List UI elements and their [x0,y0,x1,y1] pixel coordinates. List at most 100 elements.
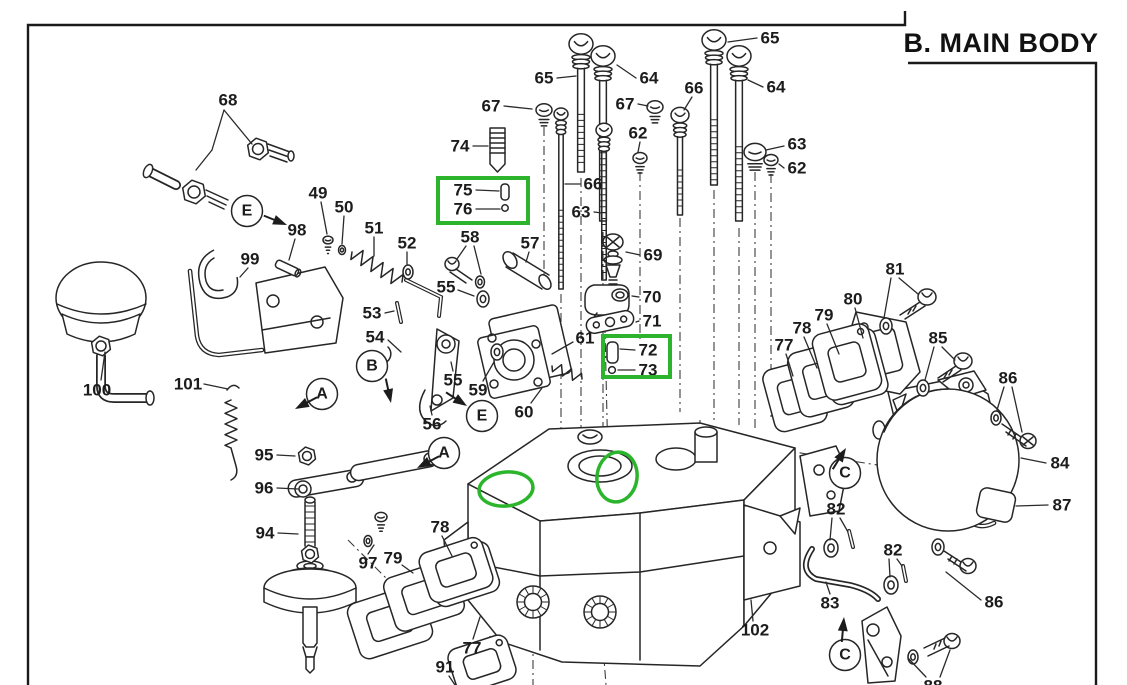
part-label-52: 52 [398,234,417,265]
washer [883,575,899,595]
part-label-96: 96 [255,479,299,498]
view-callout-C: C [828,448,862,490]
hex-nut [181,179,207,205]
part-label-60: 60 [515,387,543,422]
washer [337,244,347,256]
svg-text:A: A [316,386,328,403]
svg-text:65: 65 [535,69,554,88]
svg-text:66: 66 [584,175,603,194]
svg-text:53: 53 [363,304,382,323]
part-label-82: 82 [827,500,849,541]
svg-text:86: 86 [999,369,1018,388]
svg-text:80: 80 [844,290,863,309]
hex-nut [297,446,317,466]
hex-nut [300,544,320,564]
svg-text:100: 100 [83,381,111,400]
part-label-63: 63 [572,203,603,222]
svg-text:58: 58 [461,228,480,247]
coil-spring [224,399,238,449]
part-label-65: 65 [535,69,577,88]
diaphragm-cover-group [845,311,1020,532]
part-label-98: 98 [288,221,306,261]
needle-valve-group [584,233,635,375]
part-label-85: 85 [924,329,956,381]
part-label-81: 81 [883,260,919,319]
linkage-rod-group [803,529,908,684]
svg-text:70: 70 [643,288,662,307]
part-label-77: 77 [463,616,482,658]
svg-text:B: B [366,358,378,375]
view-direction-arrow [295,396,318,409]
part-label-73: 73 [617,361,657,380]
svg-text:52: 52 [398,234,417,253]
svg-text:94: 94 [256,524,275,543]
part-label-91: 91 [436,658,456,685]
part-label-63: 63 [765,135,807,154]
svg-text:67: 67 [482,97,501,116]
view-direction-arrow [445,391,467,406]
machine-screw [553,107,569,290]
highlight-circle [595,450,639,504]
part-label-69: 69 [625,246,662,265]
svg-text:77: 77 [463,639,482,658]
hex-nut [246,137,270,161]
part-label-71: 71 [635,312,661,331]
svg-text:55: 55 [437,278,456,297]
part-label-77: 77 [775,336,794,377]
choke-diaphragm-group [263,449,439,674]
svg-text:61: 61 [576,329,595,348]
part-label-100: 100 [83,351,111,400]
svg-text:101: 101 [174,375,202,394]
machine-screw [726,45,752,222]
washer [879,317,893,335]
machine-screw [701,29,727,186]
washer [402,264,414,280]
svg-text:87: 87 [1053,496,1072,515]
svg-text:81: 81 [886,260,905,279]
svg-text:72: 72 [639,341,658,360]
part-label-78: 78 [793,319,818,369]
view-direction-arrow [417,455,440,468]
view-callout-E: E [445,391,499,433]
part-label-76: 76 [454,200,501,219]
svg-text:C: C [839,647,851,664]
part-label-58: 58 [456,228,482,275]
diagram-artwork [55,29,1037,685]
throttle-linkage-group [187,249,552,427]
part-label-88: 88 [907,649,951,685]
part-label-102: 102 [741,599,769,640]
part-label-78: 78 [431,518,453,557]
generated-hardware [90,29,1002,685]
part-label-51: 51 [365,219,383,257]
part-label-99: 99 [239,250,259,278]
svg-text:50: 50 [335,198,354,217]
part-label-49: 49 [309,184,328,235]
svg-text:55: 55 [444,371,463,390]
view-callout-A: A [295,377,339,411]
washer [363,534,373,548]
washer [474,275,486,289]
svg-text:79: 79 [815,306,834,325]
jet-parts-group [489,127,510,212]
washer [907,649,919,665]
machine-screw [670,106,690,216]
part-label-57: 57 [521,234,539,263]
part-label-101: 101 [174,375,229,394]
part-label-68: 68 [195,91,253,171]
svg-text:E: E [477,408,488,425]
section-title: B. MAIN BODY [904,28,1099,58]
set-screw [535,103,553,127]
svg-text:79: 79 [384,549,403,568]
svg-text:59: 59 [469,381,488,400]
part-label-79: 79 [815,306,840,355]
washer [990,410,1002,426]
part-label-97: 97 [359,544,377,573]
part-label-62: 62 [629,124,647,153]
view-direction-arrow [837,617,848,642]
part-label-82: 82 [884,541,903,578]
svg-text:91: 91 [436,658,455,677]
part-label-66: 66 [564,175,603,194]
part-label-61: 61 [551,329,595,355]
svg-text:63: 63 [788,135,807,154]
washer [490,343,504,361]
